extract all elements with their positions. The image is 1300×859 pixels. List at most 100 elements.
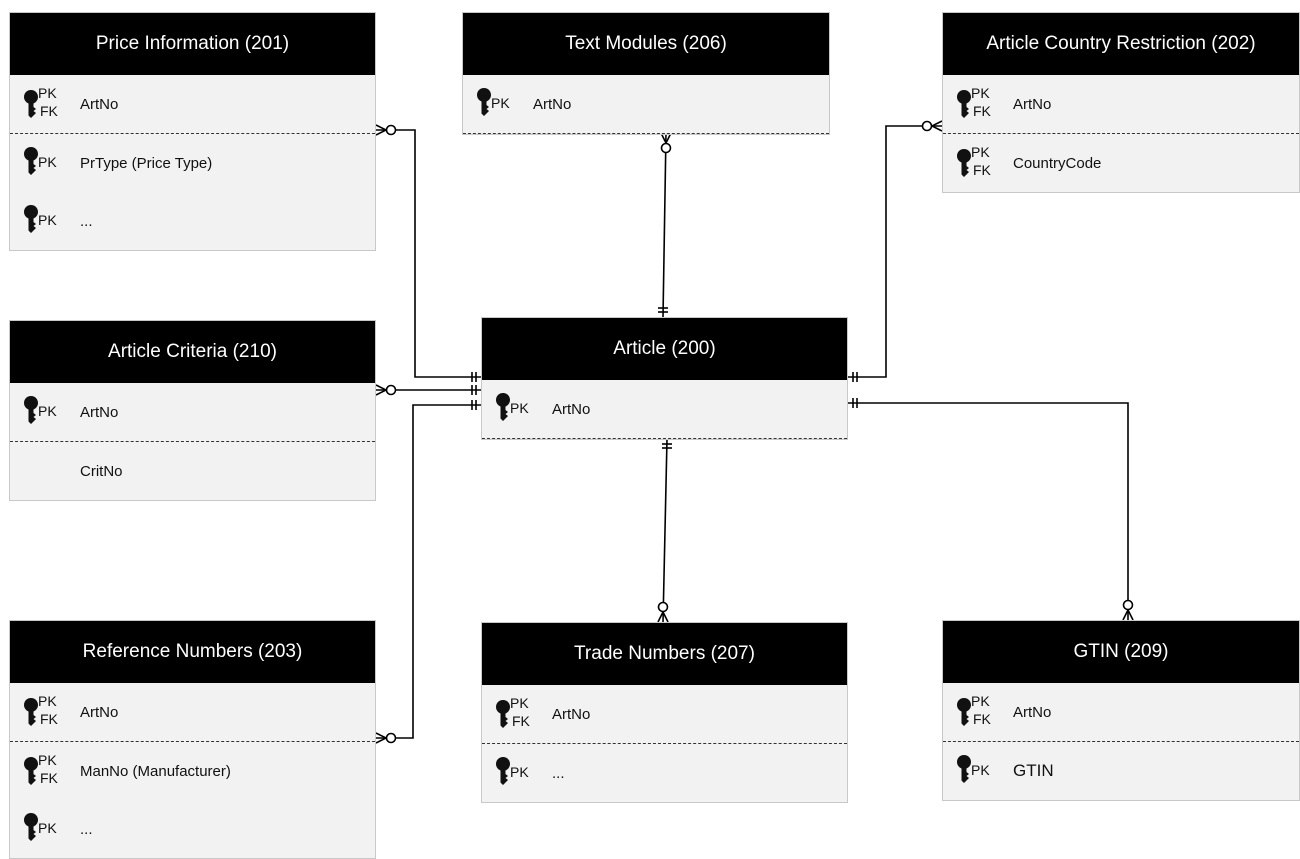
key-icon: [957, 755, 971, 783]
key-markers: PK: [482, 744, 540, 802]
key-label-fk: FK: [40, 711, 58, 727]
attribute-name: ArtNo: [1013, 703, 1052, 721]
key-markers: PK: [943, 742, 1001, 800]
key-icon: [496, 757, 510, 785]
attribute-row: PK FK ArtNo: [10, 75, 375, 134]
key-label-pk: PK: [510, 400, 529, 416]
attribute-row: PK FK ArtNo: [943, 683, 1299, 742]
attribute-row: PK ArtNo: [10, 383, 375, 442]
key-icon: [477, 88, 491, 116]
relationship-article-text-modules-many-marker: [660, 142, 672, 154]
relationship-article-trade-numbers-line: [662, 438, 668, 623]
key-label-pk: PK: [38, 752, 57, 768]
entity-title: Reference Numbers (203): [10, 621, 375, 683]
entity-title: Article (200): [482, 318, 847, 380]
key-markers: PK: [10, 383, 68, 441]
key-markers: PK: [482, 380, 540, 438]
key-label-pk: PK: [38, 212, 57, 228]
relationship-article-price-information-line: [376, 129, 481, 378]
key-icon: [24, 698, 38, 726]
key-label-pk: PK: [510, 695, 529, 711]
attribute-name: GTIN: [1013, 761, 1054, 780]
attribute-name: ...: [80, 212, 93, 230]
key-label-fk: FK: [973, 711, 991, 727]
attribute-row: CritNo: [10, 442, 375, 500]
entity-article[interactable]: Article (200) PK ArtNo: [481, 317, 848, 440]
entity-title: GTIN (209): [943, 621, 1299, 683]
key-icon: [24, 205, 38, 233]
key-icon: [496, 393, 510, 421]
key-markers: PK FK: [10, 75, 68, 133]
relationship-article-trade-numbers-many-marker: [657, 601, 669, 613]
attribute-name: ArtNo: [552, 400, 591, 418]
key-icon: [24, 396, 38, 424]
attribute-row: PK GTIN: [943, 742, 1299, 800]
key-label-pk: PK: [510, 764, 529, 780]
attribute-row: PK PrType (Price Type): [10, 134, 375, 192]
key-icon: [24, 90, 38, 118]
relationship-article-price-information-many-marker: [385, 124, 397, 136]
key-label-pk: PK: [491, 95, 510, 111]
relationship-article-article-criteria-many-marker: [375, 389, 387, 396]
key-icon: [957, 149, 971, 177]
key-icon: [496, 700, 510, 728]
relationship-article-text-modules-line: [662, 132, 667, 318]
key-markers: PK: [10, 134, 68, 192]
key-label-pk: PK: [971, 693, 990, 709]
relationship-article-article-criteria-many-marker: [385, 384, 397, 396]
attribute-row: PK...: [10, 192, 375, 250]
key-markers: PK: [10, 800, 68, 858]
key-markers: [10, 442, 68, 500]
attribute-row: PK...: [10, 800, 375, 858]
key-label-pk: PK: [38, 154, 57, 170]
relationship-article-article-country-restriction-many-marker: [931, 120, 943, 127]
key-label-fk: FK: [973, 162, 991, 178]
attribute-name: ...: [552, 764, 565, 782]
relationship-article-gtin-many-marker: [1127, 609, 1134, 621]
relationship-article-price-information-many-marker: [375, 129, 387, 136]
relationship-article-gtin-many-marker: [1122, 609, 1129, 621]
key-label-fk: FK: [973, 103, 991, 119]
relationship-article-reference-numbers-many-marker: [385, 732, 397, 744]
relationship-article-gtin-many-marker: [1122, 599, 1134, 611]
relationship-article-article-criteria-many-marker: [375, 384, 387, 391]
attribute-row: PK...: [482, 744, 847, 802]
attribute-name: ArtNo: [80, 403, 119, 421]
entity-title: Trade Numbers (207): [482, 623, 847, 685]
relationship-article-article-country-restriction-many-marker: [931, 125, 943, 132]
attribute-name: ManNo (Manufacturer): [80, 762, 231, 780]
key-markers: PK FK: [943, 683, 1001, 741]
entity-title: Text Modules (206): [463, 13, 829, 75]
attribute-name: PrType (Price Type): [80, 154, 213, 172]
key-label-pk: PK: [38, 403, 57, 419]
key-label-fk: FK: [40, 103, 58, 119]
attribute-name: CritNo: [80, 462, 123, 480]
attribute-row: PK ArtNo: [482, 380, 847, 439]
attribute-name: ArtNo: [80, 95, 119, 113]
key-icon: [957, 698, 971, 726]
key-icon: [24, 813, 38, 841]
key-label-pk: PK: [38, 85, 57, 101]
attribute-name: ArtNo: [80, 703, 119, 721]
key-markers: PK: [463, 75, 521, 133]
relationship-article-article-country-restriction-line: [848, 125, 942, 378]
attribute-name: CountryCode: [1013, 154, 1102, 172]
relationship-article-trade-numbers-many-marker: [657, 611, 664, 623]
